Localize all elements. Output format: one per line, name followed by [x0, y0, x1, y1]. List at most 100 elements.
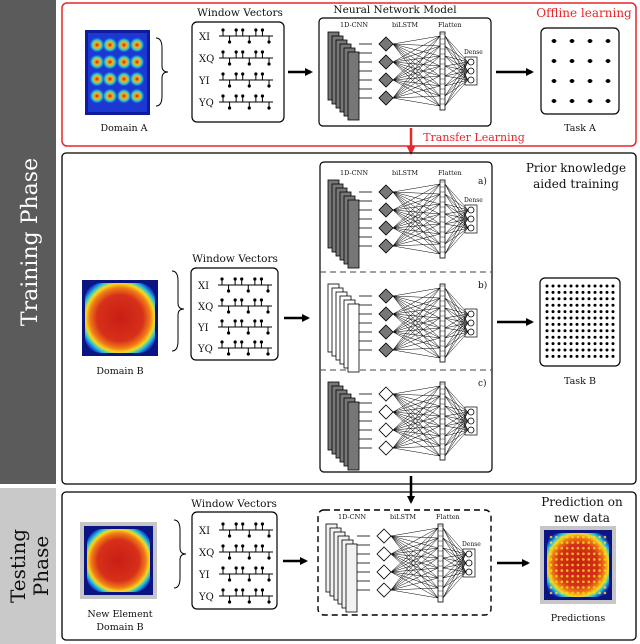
dense-connection	[392, 385, 441, 395]
dense-neuron	[467, 426, 475, 434]
dense-neuron	[467, 310, 475, 318]
lstm-cell	[378, 342, 394, 358]
signal-dot	[254, 566, 258, 570]
constellation-point	[569, 297, 573, 301]
dense-connection	[392, 203, 441, 229]
dense-neuron	[467, 417, 475, 425]
signal-dot	[247, 62, 251, 66]
dense-connection	[392, 97, 441, 107]
lstm-cell	[378, 90, 394, 106]
dense-connection	[442, 562, 467, 599]
flatten-layer-label: Flatten	[438, 169, 462, 177]
prediction-point	[565, 574, 569, 578]
prediction-point	[576, 563, 580, 567]
dense-connection	[390, 527, 439, 591]
signal-dot	[220, 277, 224, 281]
prediction-point	[603, 580, 607, 584]
constellation-point	[611, 310, 615, 314]
prediction-point	[565, 535, 569, 539]
prediction-point	[571, 563, 574, 567]
dense-connection	[444, 425, 469, 431]
prediction-point	[565, 558, 569, 561]
dense-connection	[444, 61, 469, 87]
constellation-point	[581, 316, 585, 320]
vector-label: YQ	[198, 98, 214, 109]
signal-dot	[247, 578, 251, 582]
dense-connection	[392, 349, 441, 359]
transfer-learning-label: Transfer Learning	[423, 131, 525, 144]
dense-connection	[444, 70, 469, 77]
dense-connection	[390, 553, 439, 559]
constellation-point	[581, 303, 585, 307]
constellation-point	[563, 284, 567, 288]
cnn-layer-label: 1D-CNN	[338, 513, 366, 521]
dense-connection	[390, 571, 439, 599]
dense-connection	[392, 445, 441, 449]
dense-layer	[462, 548, 476, 578]
signal-dot	[254, 544, 258, 548]
heat-blob	[116, 37, 132, 53]
heat-blob	[89, 88, 105, 104]
prediction-point	[549, 558, 553, 561]
dense-connection	[444, 193, 469, 220]
dense-neuron	[467, 408, 475, 416]
constellation-point	[563, 329, 567, 333]
prediction-point	[555, 535, 558, 539]
dense-connection	[392, 209, 441, 255]
dense-connection	[392, 65, 441, 99]
dense-connection	[444, 55, 469, 81]
prediction-point	[571, 552, 574, 556]
dense-connection	[392, 429, 441, 447]
dense-connection	[392, 183, 441, 229]
constellation-point	[605, 348, 609, 352]
dense-connection	[392, 55, 441, 81]
prediction-point	[549, 569, 553, 572]
signal-dot	[253, 277, 257, 281]
prediction-point	[560, 580, 564, 584]
dense-connection	[392, 287, 441, 333]
dense-connection	[444, 420, 469, 427]
dense-connection	[442, 571, 467, 589]
dense-connection	[392, 243, 441, 247]
signal-dot	[259, 319, 264, 323]
prediction-point	[571, 586, 574, 589]
dense-connection	[392, 183, 441, 211]
lstm-cell	[378, 386, 394, 402]
dense-connection	[390, 535, 439, 539]
dense-connection	[392, 227, 441, 255]
dense-connection	[390, 587, 439, 591]
dense-connection	[444, 209, 469, 245]
dense-connection	[392, 43, 441, 47]
signal-dot	[247, 84, 251, 88]
signal-dot	[221, 50, 225, 54]
prediction-point	[549, 586, 553, 589]
dense-connection	[444, 429, 469, 457]
constellation-point	[575, 310, 579, 314]
constellation-point	[587, 310, 591, 314]
signal-dot	[241, 94, 245, 98]
constellation-point	[581, 310, 585, 314]
signal-dot	[227, 106, 232, 110]
dense-connection	[390, 553, 439, 579]
dense-connection	[392, 191, 441, 195]
signal-dot	[234, 566, 238, 570]
dense-connection	[392, 313, 441, 359]
constellation-point	[593, 310, 597, 314]
signal-dot	[253, 298, 257, 302]
dense-connection	[390, 557, 439, 573]
prediction-point	[565, 591, 569, 595]
constellation-point	[581, 322, 585, 326]
lstm-layer-label: biLSTM	[390, 513, 416, 521]
prediction-point	[571, 569, 574, 572]
dense-connection	[392, 191, 441, 205]
signal-dot	[227, 40, 232, 44]
constellation-point	[581, 290, 585, 294]
signal-dot	[267, 106, 271, 110]
signal-dot	[259, 298, 264, 302]
signal-dot	[221, 28, 225, 32]
dense-connection	[392, 213, 441, 247]
lstm-cell	[378, 184, 394, 200]
prediction-point	[560, 558, 564, 561]
constellation-point	[605, 284, 609, 288]
